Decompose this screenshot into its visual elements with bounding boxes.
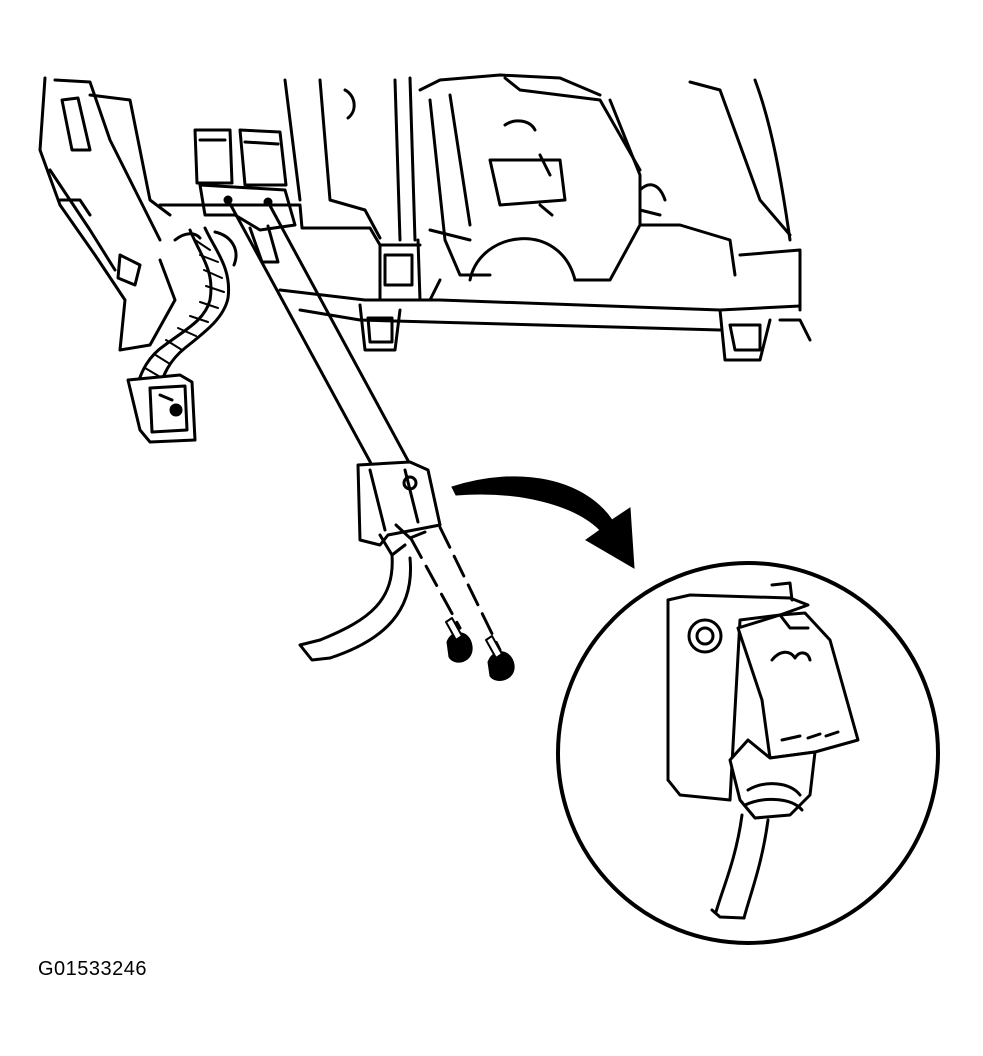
detail-view [556, 561, 940, 945]
switch-bracket [356, 460, 442, 557]
screw-alignment-lines [226, 198, 502, 652]
screw-right-icon [485, 635, 515, 681]
screw-left-icon [445, 617, 473, 663]
dashboard-assembly [38, 73, 812, 362]
callout-arrow-icon [451, 476, 635, 569]
figure-id-label: G01533246 [38, 958, 148, 980]
harness-connector [126, 373, 197, 444]
wiring-harness [133, 226, 238, 397]
switch-cable [298, 553, 413, 662]
